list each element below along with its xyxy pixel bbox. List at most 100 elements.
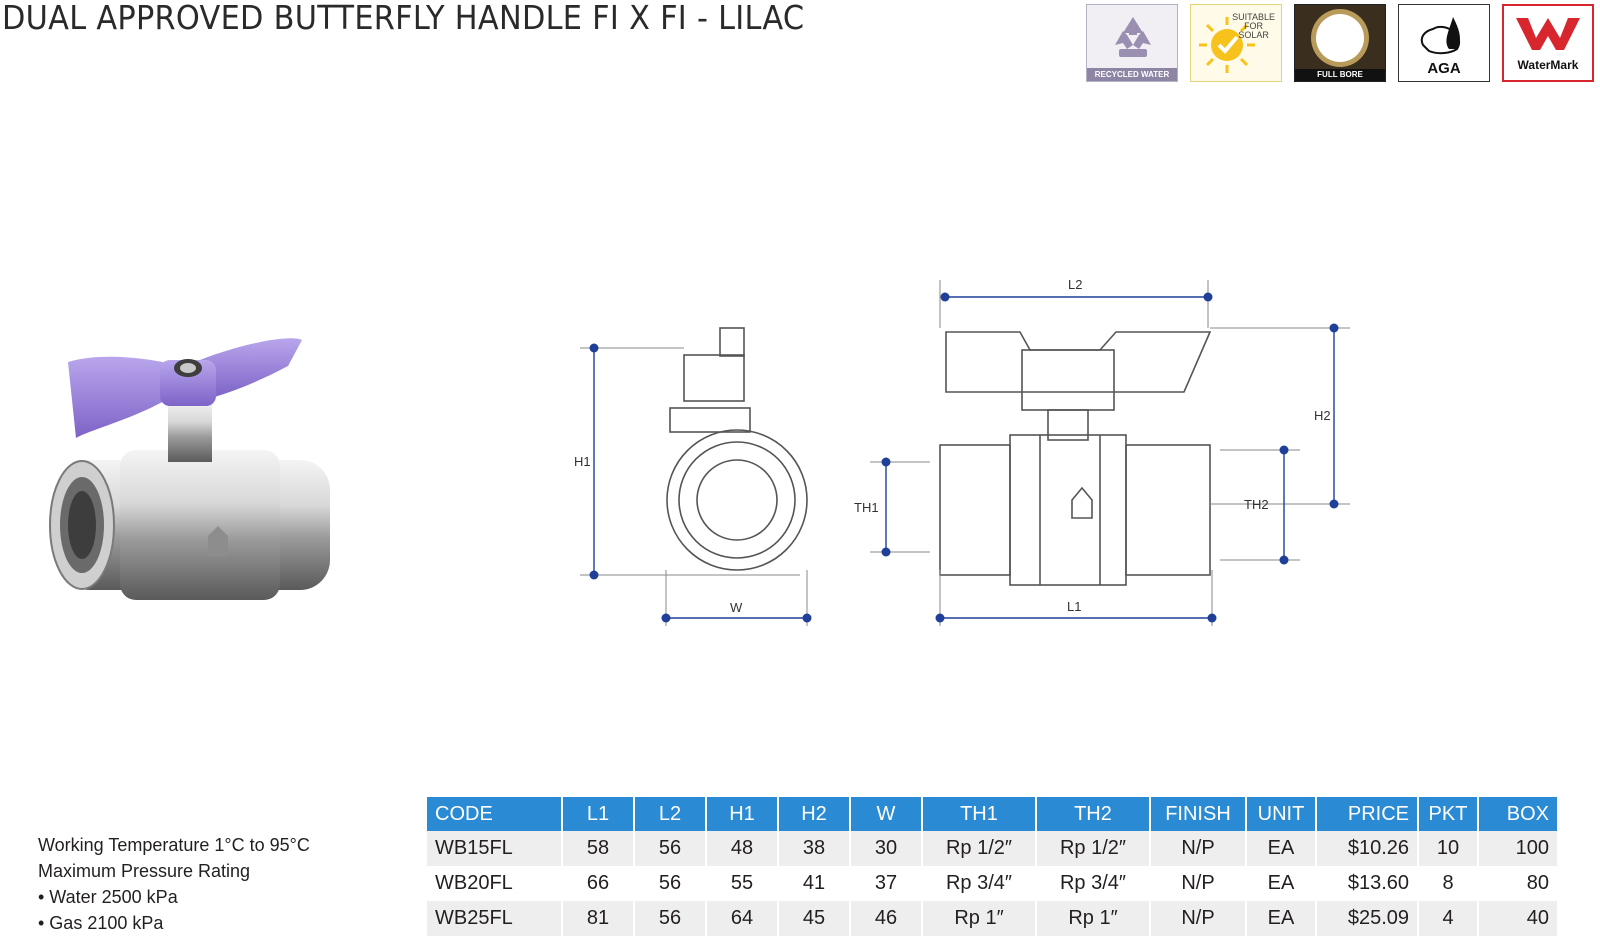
side-view-stem (719, 327, 745, 357)
watermark-badge: WaterMark (1502, 4, 1594, 82)
cell-h2: 38 (779, 831, 849, 866)
side-view-body-mid (678, 441, 796, 559)
certification-badges: RECYCLED WATER SUITABLE FOR SOLAR FULL B… (1086, 4, 1594, 82)
cell-h1: 64 (707, 901, 777, 936)
col-h1: H1 (707, 797, 777, 831)
cell-code: WB25FL (427, 901, 561, 936)
cell-h2: 41 (802, 872, 826, 894)
dim-label-w: W (730, 600, 743, 615)
cell-th1: Rp 1/2″ (923, 831, 1035, 866)
cell-th2: Rp 1″ (1037, 901, 1149, 936)
cell-code: WB15FL (427, 831, 561, 866)
sun-check-icon (1199, 17, 1255, 73)
cell-unit: EA (1267, 872, 1295, 894)
product-photo (49, 338, 330, 600)
cell-price: $13.60 (1347, 872, 1409, 894)
dimension-diagram: H1 W L2 H2 TH1 TH2 L1 (574, 277, 1350, 626)
cell-l1: 81 (563, 901, 633, 936)
water-pressure: • Water 2500 kPa (38, 887, 178, 907)
col-th2: TH2 (1037, 797, 1149, 831)
cell-l1: 58 (563, 831, 633, 866)
cell-pkt: 4 (1419, 901, 1477, 936)
cell-th2: Rp 3/4″ (1059, 872, 1126, 894)
col-code: CODE (427, 797, 561, 831)
dim-label-l1: L1 (1067, 599, 1081, 614)
full-bore-label: FULL BORE (1295, 69, 1385, 81)
full-bore-badge: FULL BORE (1294, 4, 1386, 82)
recycled-water-label: RECYCLED WATER (1087, 68, 1177, 81)
dimension-dots (589, 292, 1339, 623)
cell-l2: 56 (658, 872, 682, 894)
cell-finish: N/P (1181, 872, 1215, 894)
cell-h1: 55 (730, 872, 754, 894)
dim-label-h2: H2 (1314, 408, 1331, 423)
cell-l2: 56 (635, 831, 705, 866)
side-view-handle (683, 354, 745, 402)
col-w: W (851, 797, 921, 831)
aga-badge: AGA (1398, 4, 1490, 82)
col-l1: L1 (563, 797, 633, 831)
cell-box: 40 (1479, 901, 1557, 936)
watermark-label: WaterMark (1517, 58, 1579, 72)
recycle-icon (1115, 17, 1151, 57)
table-row: WB25FL 81 56 64 45 46 Rp 1″ Rp 1″ N/P EA… (427, 901, 1557, 936)
cell-box: 100 (1479, 831, 1557, 866)
cell-finish: N/P (1151, 831, 1245, 866)
front-view-stem (1047, 409, 1089, 441)
cell-box: 80 (1526, 872, 1549, 894)
specifications: Working Temperature 1°C to 95°C Maximum … (38, 832, 310, 936)
cell-w: 37 (874, 872, 898, 894)
cell-pkt: 10 (1419, 831, 1477, 866)
cell-w: 46 (851, 901, 921, 936)
front-view-left-end (939, 444, 1011, 576)
front-view-body (1009, 434, 1127, 586)
side-view-body-outer (666, 429, 808, 571)
product-table: CODE L1 L2 H1 H2 W TH1 TH2 FINISH UNIT P… (425, 797, 1559, 936)
working-temperature: Working Temperature 1°C to 95°C (38, 835, 310, 855)
dim-label-l2: L2 (1068, 277, 1082, 292)
dim-label-h1: H1 (574, 454, 591, 469)
table-header-row: CODE L1 L2 H1 H2 W TH1 TH2 FINISH UNIT P… (427, 797, 1557, 831)
table-row: WB15FL 58 56 48 38 30 Rp 1/2″ Rp 1/2″ N/… (427, 831, 1557, 866)
col-finish: FINISH (1151, 797, 1245, 831)
side-view-bore (696, 459, 778, 541)
table-row: WB20FL 66 56 55 41 37 Rp 3/4″ Rp 3/4″ N/… (427, 866, 1557, 901)
cell-code: WB20FL (435, 872, 513, 894)
gas-pressure: • Gas 2100 kPa (38, 913, 164, 933)
col-pkt: PKT (1419, 797, 1477, 831)
col-box: BOX (1479, 797, 1557, 831)
col-unit: UNIT (1247, 797, 1315, 831)
watermark-w-icon (1516, 18, 1580, 50)
recycled-water-badge: RECYCLED WATER (1086, 4, 1178, 82)
cell-price: $10.26 (1317, 831, 1417, 866)
pressure-heading: Maximum Pressure Rating (38, 861, 251, 881)
full-bore-ring-icon (1311, 9, 1369, 67)
dim-label-th2: TH2 (1244, 497, 1269, 512)
cell-h1: 48 (707, 831, 777, 866)
col-price: PRICE (1317, 797, 1417, 831)
side-view-neck (669, 407, 751, 433)
solar-label: SUITABLE FOR SOLAR (1232, 12, 1275, 40)
col-th1: TH1 (923, 797, 1035, 831)
cell-l1: 66 (586, 872, 610, 894)
cell-w: 30 (851, 831, 921, 866)
col-l2: L2 (635, 797, 705, 831)
cell-th1: Rp 1″ (923, 901, 1035, 936)
aga-label: AGA (1427, 60, 1461, 77)
col-h2: H2 (779, 797, 849, 831)
front-view-handle-hub (1021, 349, 1115, 411)
page-title: DUAL APPROVED BUTTERFLY HANDLE FI X FI -… (2, 0, 805, 37)
cell-h2: 45 (779, 901, 849, 936)
cell-unit: EA (1247, 831, 1315, 866)
cell-l2: 56 (635, 901, 705, 936)
front-view-right-end (1125, 444, 1211, 576)
cell-th2: Rp 1/2″ (1037, 831, 1149, 866)
cell-finish: N/P (1151, 901, 1245, 936)
front-view-handle (945, 331, 1212, 393)
suitable-for-solar-badge: SUITABLE FOR SOLAR (1190, 4, 1282, 82)
front-view-logo-mark (1071, 486, 1093, 519)
dim-label-th1: TH1 (854, 500, 879, 515)
cell-unit: EA (1247, 901, 1315, 936)
cell-th1: Rp 3/4″ (945, 872, 1012, 894)
cell-price: $25.09 (1317, 901, 1417, 936)
